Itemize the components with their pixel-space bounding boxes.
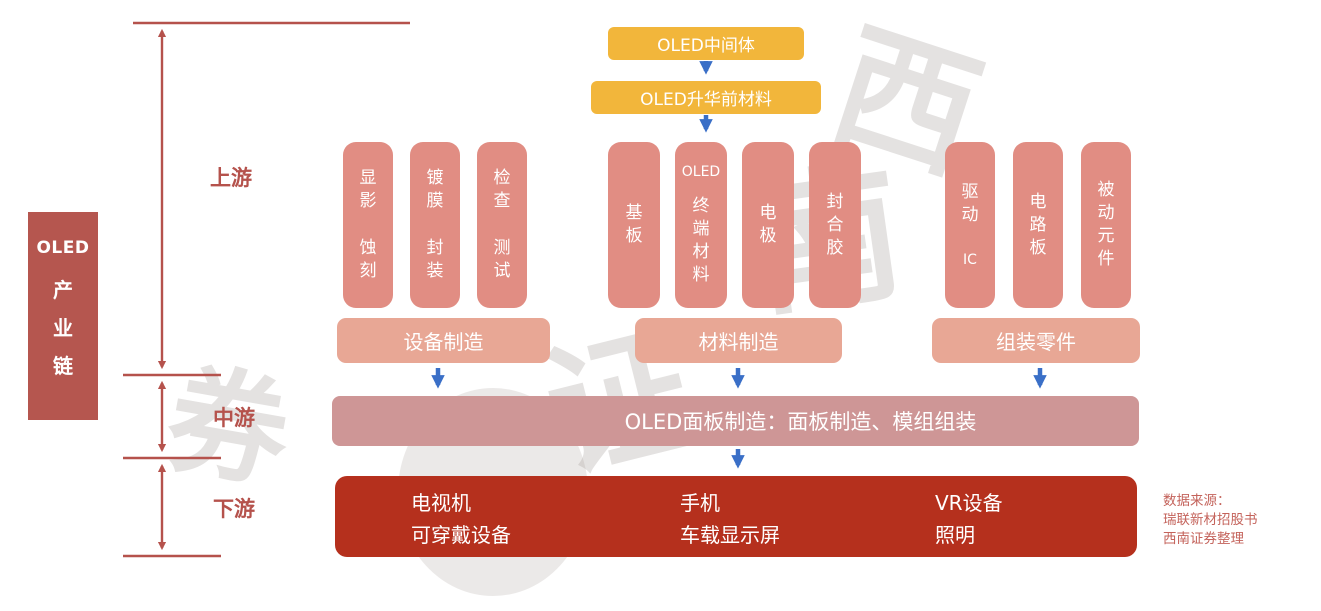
pill-word: IC — [963, 252, 977, 268]
pill-word: 封合胶 — [826, 191, 844, 258]
pill-word: 被动元件 — [1097, 180, 1115, 269]
pill-group-equipment: 显影蚀刻镀膜封装检查测试 — [343, 142, 527, 308]
bar-assembly-parts: 组装零件 — [932, 318, 1140, 363]
downstream-item: 照明 — [935, 523, 975, 547]
data-source-note: 数据来源： 瑞联新材招股书 西南证券整理 — [1163, 492, 1319, 549]
chain-title-box: OLED 产业链 — [28, 212, 98, 420]
bar-oled-panel-manufacturing: OLED面板制造：面板制造、模组组装 — [332, 396, 1139, 446]
box-oled-pre-sublimation-material: OLED升华前材料 — [591, 81, 821, 114]
downstream-item: 可穿戴设备 — [411, 523, 511, 547]
chain-title-cn: 产业链 — [53, 274, 73, 379]
pill-word: 镀膜 — [426, 168, 444, 211]
stage-label-downstream: 下游 — [213, 497, 255, 521]
downstream-item: 电视机 — [411, 491, 471, 515]
pill-word: 终端材料 — [692, 196, 710, 285]
downstream-column: 手机车载显示屏 — [680, 487, 780, 551]
bar-material-manufacturing: 材料制造 — [635, 318, 842, 363]
process-pill: 电路板 — [1013, 142, 1063, 308]
downstream-column: VR设备照明 — [935, 487, 1003, 551]
data-source-line1: 数据来源： — [1163, 493, 1231, 509]
pill-word: 测试 — [493, 238, 511, 281]
pill-word: 电极 — [759, 203, 777, 246]
process-pill: 基板 — [608, 142, 660, 308]
pill-word: 显影 — [359, 168, 377, 211]
process-pill: OLED 终端材料 — [675, 142, 727, 308]
process-pill: 封合胶 — [809, 142, 861, 308]
downstream-item: 车载显示屏 — [680, 523, 780, 547]
pill-word: 驱动 — [961, 182, 979, 225]
process-pill: 镀膜封装 — [410, 142, 460, 308]
data-source-line3: 西南证券整理 — [1163, 531, 1244, 547]
data-source-line2: 瑞联新材招股书 — [1163, 512, 1258, 528]
chain-title-en: OLED — [36, 238, 90, 258]
box-oled-intermediate: OLED中间体 — [608, 27, 804, 60]
bar-equipment-manufacturing: 设备制造 — [337, 318, 550, 363]
chain-title-cn-char: 链 — [53, 354, 73, 378]
pill-word: OLED — [681, 164, 721, 180]
process-pill: 检查测试 — [477, 142, 527, 308]
downstream-column: 电视机可穿戴设备 — [411, 487, 511, 551]
process-pill: 被动元件 — [1081, 142, 1131, 308]
pill-word: 基板 — [625, 203, 643, 246]
bar-downstream-applications: 电视机可穿戴设备 手机车载显示屏 VR设备照明 — [335, 476, 1137, 557]
process-pill: 电极 — [742, 142, 794, 308]
downstream-item: VR设备 — [935, 491, 1003, 515]
stage-label-upstream: 上游 — [210, 166, 252, 190]
process-pill: 显影蚀刻 — [343, 142, 393, 308]
pill-word: 检查 — [493, 168, 511, 211]
pill-word: 电路板 — [1029, 191, 1047, 258]
chain-title-cn-char: 产 — [53, 278, 73, 302]
pill-word: 封装 — [426, 238, 444, 281]
stage-label-midstream: 中游 — [213, 406, 255, 430]
process-pill: 驱动 IC — [945, 142, 995, 308]
pill-word: 蚀刻 — [359, 238, 377, 281]
pill-group-materials: 基板 OLED 终端材料 电极 封合胶 — [608, 142, 861, 308]
chain-title-cn-char: 业 — [53, 316, 73, 340]
downstream-item: 手机 — [680, 491, 720, 515]
pill-group-components: 驱动 IC 电路板 被动元件 — [945, 142, 1131, 308]
